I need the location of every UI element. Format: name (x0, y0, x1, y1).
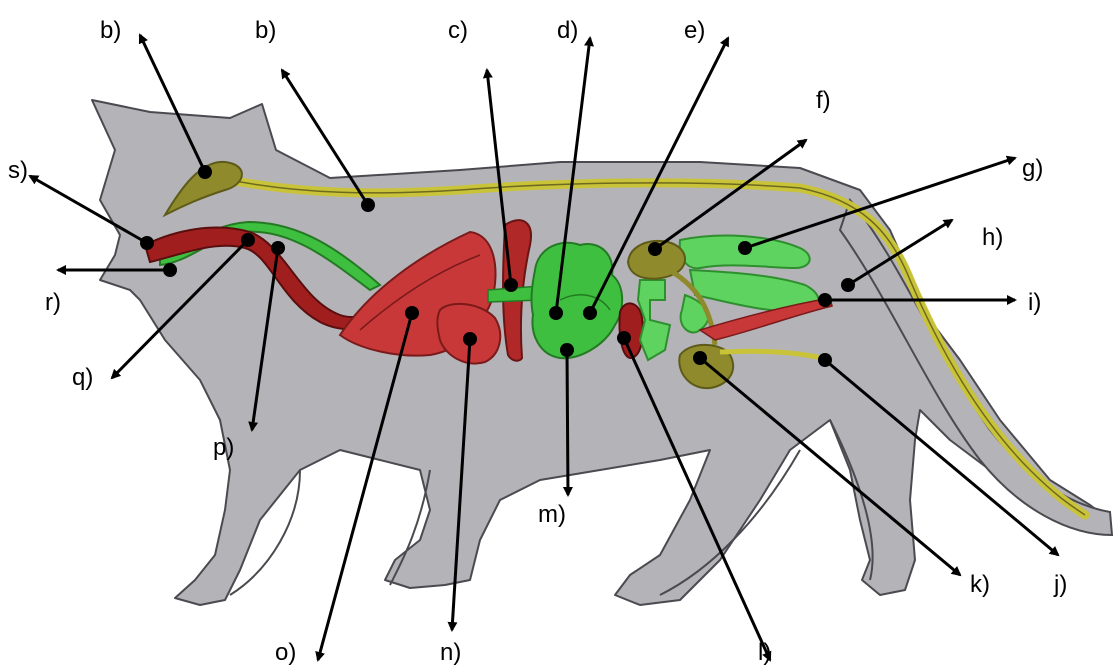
label-m: m) (538, 501, 566, 528)
label-d: d) (557, 17, 578, 44)
label-o: o) (275, 639, 296, 665)
label-l: l) (758, 639, 771, 665)
label-b-spinal-cord: b) (255, 17, 276, 44)
label-g: g) (1022, 155, 1043, 182)
label-j: j) (1053, 571, 1067, 598)
kidney (619, 303, 642, 358)
label-k: k) (970, 571, 990, 598)
label-q: q) (72, 364, 93, 391)
label-r: r) (45, 289, 61, 316)
label-h: h) (982, 224, 1003, 251)
label-f: f) (816, 87, 831, 114)
label-c: c) (448, 17, 468, 44)
label-b-brain: b) (100, 17, 121, 44)
label-n: n) (440, 639, 461, 665)
label-s: s) (8, 157, 28, 184)
label-p: p) (213, 434, 234, 461)
label-i: i) (1028, 289, 1041, 316)
label-e: e) (684, 17, 705, 44)
